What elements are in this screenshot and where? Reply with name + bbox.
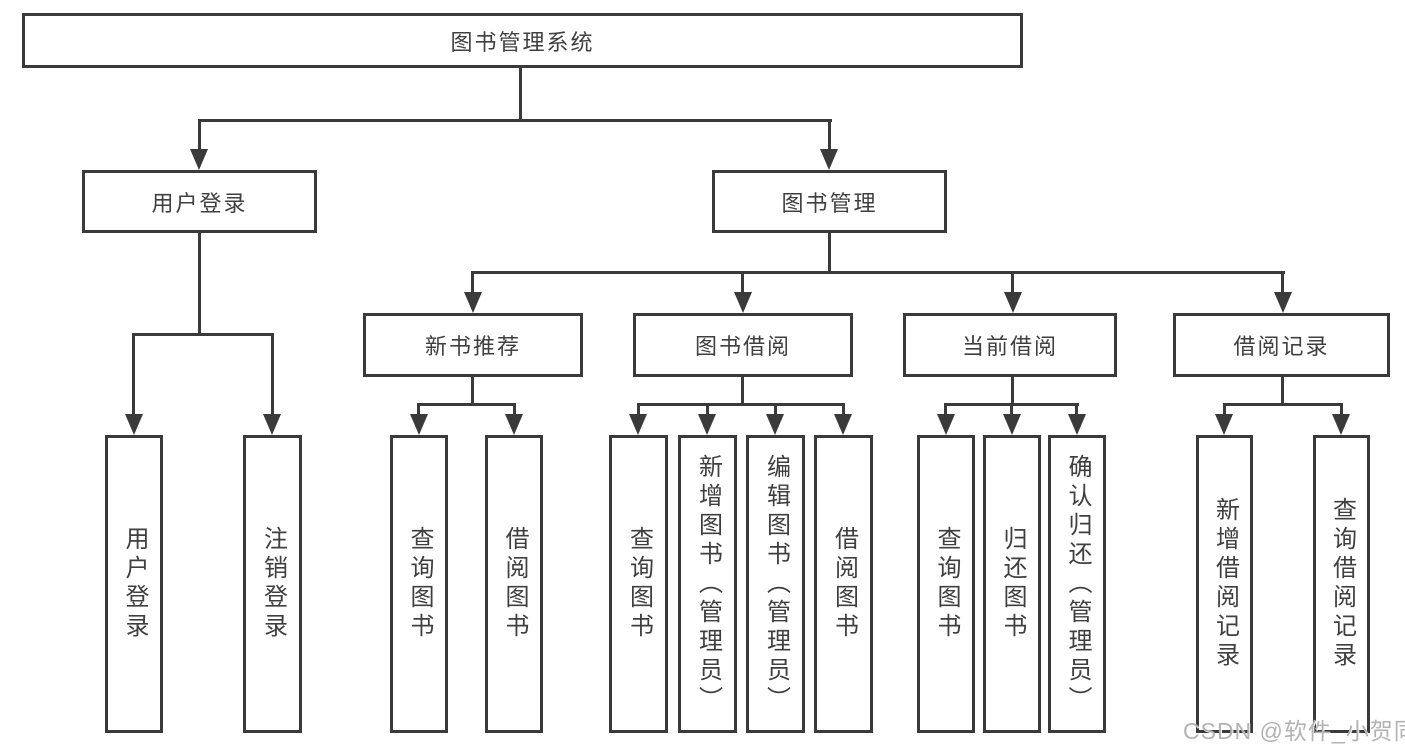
arrow-down-icon <box>698 414 716 435</box>
node-label: 借阅图书 <box>830 526 858 642</box>
arrow-down-icon <box>820 149 838 170</box>
connector-line <box>741 377 744 405</box>
node-user-login: 用户登录 <box>82 170 317 233</box>
node-label: 借阅记录 <box>1233 334 1330 359</box>
node-label: 用户登录 <box>151 190 248 216</box>
node-label: 用户登录 <box>121 526 148 642</box>
connector-line <box>1340 403 1343 420</box>
connector-line <box>1223 403 1226 420</box>
connector-line <box>471 271 474 297</box>
arrow-down-icon <box>937 414 955 435</box>
arrow-down-icon <box>1332 414 1350 435</box>
node-query-books-2: 查询图书 <box>609 435 668 733</box>
node-label: 确认归还（管理员） <box>1064 453 1091 715</box>
node-label: 新增借阅记录 <box>1211 497 1239 671</box>
node-query-borrow-record: 查询借阅记录 <box>1313 435 1370 733</box>
node-add-borrow-record: 新增借阅记录 <box>1196 435 1253 733</box>
node-query-books-3: 查询图书 <box>917 435 975 733</box>
node-root: 图书管理系统 <box>22 13 1023 68</box>
connector-line <box>637 403 640 420</box>
connector-line <box>519 68 522 122</box>
connector-line <box>1010 403 1013 420</box>
node-label: 新增图书（管理员） <box>694 453 722 715</box>
connector-line <box>271 333 274 418</box>
arrow-down-icon <box>1274 292 1292 313</box>
arrow-down-icon <box>834 414 852 435</box>
arrow-down-icon <box>1004 292 1022 313</box>
node-logout: 注销登录 <box>243 435 302 733</box>
connector-line <box>513 403 516 420</box>
node-label: 归还图书 <box>999 526 1026 642</box>
connector-line <box>828 233 831 274</box>
arrow-down-icon <box>629 414 647 435</box>
node-label: 查询图书 <box>625 526 653 642</box>
connector-line <box>1281 377 1284 405</box>
node-edit-book-admin: 编辑图书（管理员） <box>746 435 805 733</box>
connector-line <box>1281 271 1284 297</box>
connector-line <box>944 403 947 420</box>
node-label: 编辑图书（管理员） <box>762 453 790 715</box>
arrow-down-icon <box>766 414 784 435</box>
connector-line <box>417 403 420 420</box>
connector-line <box>828 119 831 155</box>
connector-line <box>1011 377 1014 405</box>
connector-line <box>1011 271 1014 297</box>
node-book-management: 图书管理 <box>712 170 947 233</box>
node-label: 查询图书 <box>406 526 433 642</box>
arrow-down-icon <box>410 414 428 435</box>
connector-line <box>198 119 832 122</box>
node-label: 当前借阅 <box>961 334 1058 359</box>
arrow-down-icon <box>505 414 523 435</box>
arrow-down-icon <box>1215 414 1233 435</box>
connector-line <box>417 403 516 406</box>
connector-line <box>132 333 274 336</box>
connector-line <box>706 403 709 420</box>
node-user-login-leaf: 用户登录 <box>105 435 163 733</box>
node-label: 查询图书 <box>933 526 960 642</box>
node-label: 注销登录 <box>259 526 287 642</box>
arrow-down-icon <box>464 292 482 313</box>
node-borrow-books-2: 借阅图书 <box>814 435 873 733</box>
node-add-book-admin: 新增图书（管理员） <box>678 435 737 733</box>
connector-line <box>132 333 135 418</box>
csdn-watermark: CSDN @软件_小贺同学 <box>1183 718 1405 744</box>
connector-line <box>1075 403 1078 420</box>
node-label: 新书推荐 <box>424 334 521 359</box>
connector-line <box>842 403 845 420</box>
node-borrow-records: 借阅记录 <box>1173 313 1390 377</box>
connector-line <box>198 233 201 336</box>
node-current-borrow: 当前借阅 <box>903 313 1117 377</box>
node-label: 查询借阅记录 <box>1328 497 1356 671</box>
arrow-down-icon <box>1068 414 1086 435</box>
node-new-book-recommend: 新书推荐 <box>363 313 583 377</box>
connector-line <box>198 119 201 155</box>
node-book-borrow: 图书借阅 <box>633 313 853 377</box>
arrow-down-icon <box>125 414 143 435</box>
node-label: 图书管理 <box>781 190 878 216</box>
arrow-down-icon <box>263 414 281 435</box>
node-label: 借阅图书 <box>501 526 528 642</box>
connector-line <box>471 271 1285 274</box>
arrow-down-icon <box>190 149 208 170</box>
connector-line <box>637 403 845 406</box>
node-confirm-return-admin: 确认归还（管理员） <box>1048 435 1106 733</box>
node-borrow-books-1: 借阅图书 <box>485 435 543 733</box>
node-label: 图书管理系统 <box>450 29 595 55</box>
connector-line <box>741 271 744 297</box>
connector-line <box>471 377 474 405</box>
node-return-books: 归还图书 <box>983 435 1041 733</box>
connector-line <box>774 403 777 420</box>
node-query-books-1: 查询图书 <box>390 435 448 733</box>
node-label: 图书借阅 <box>694 334 791 359</box>
connector-line <box>1223 403 1343 406</box>
arrow-down-icon <box>1003 414 1021 435</box>
arrow-down-icon <box>734 292 752 313</box>
